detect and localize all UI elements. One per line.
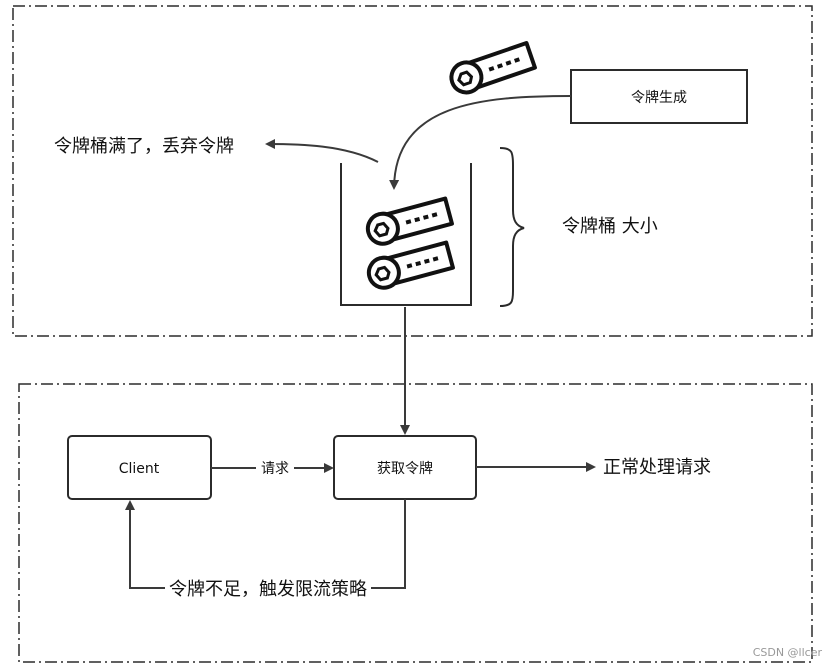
rate-limit-label: 令牌不足，触发限流策略 [169, 579, 367, 600]
rate-limit-arrow [125, 499, 406, 589]
normal-process-label: 正常处理请求 [603, 457, 711, 478]
generate-arrow [389, 95, 572, 190]
client-label: Client [119, 461, 160, 477]
get-token-box: 获取令牌 [333, 435, 477, 500]
bucket-size-brace [499, 147, 525, 307]
bucket-full-label: 令牌桶满了，丢弃令牌 [54, 136, 234, 157]
get-token-label: 获取令牌 [377, 460, 433, 477]
request-label: 请求 [261, 461, 289, 477]
token-bucket [340, 163, 472, 306]
bucket-size-label: 令牌桶 大小 [562, 216, 658, 237]
watermark: CSDN @llcer [753, 646, 823, 659]
token-generator-label: 令牌生成 [631, 89, 687, 106]
upper-frame [12, 5, 813, 337]
discard-arrow [265, 139, 379, 163]
lower-frame [18, 383, 813, 663]
client-box: Client [67, 435, 212, 500]
token-icon-falling [449, 41, 537, 95]
token-icon-2 [366, 240, 455, 290]
token-icon-1 [365, 196, 454, 246]
token-generator-box: 令牌生成 [570, 69, 748, 124]
